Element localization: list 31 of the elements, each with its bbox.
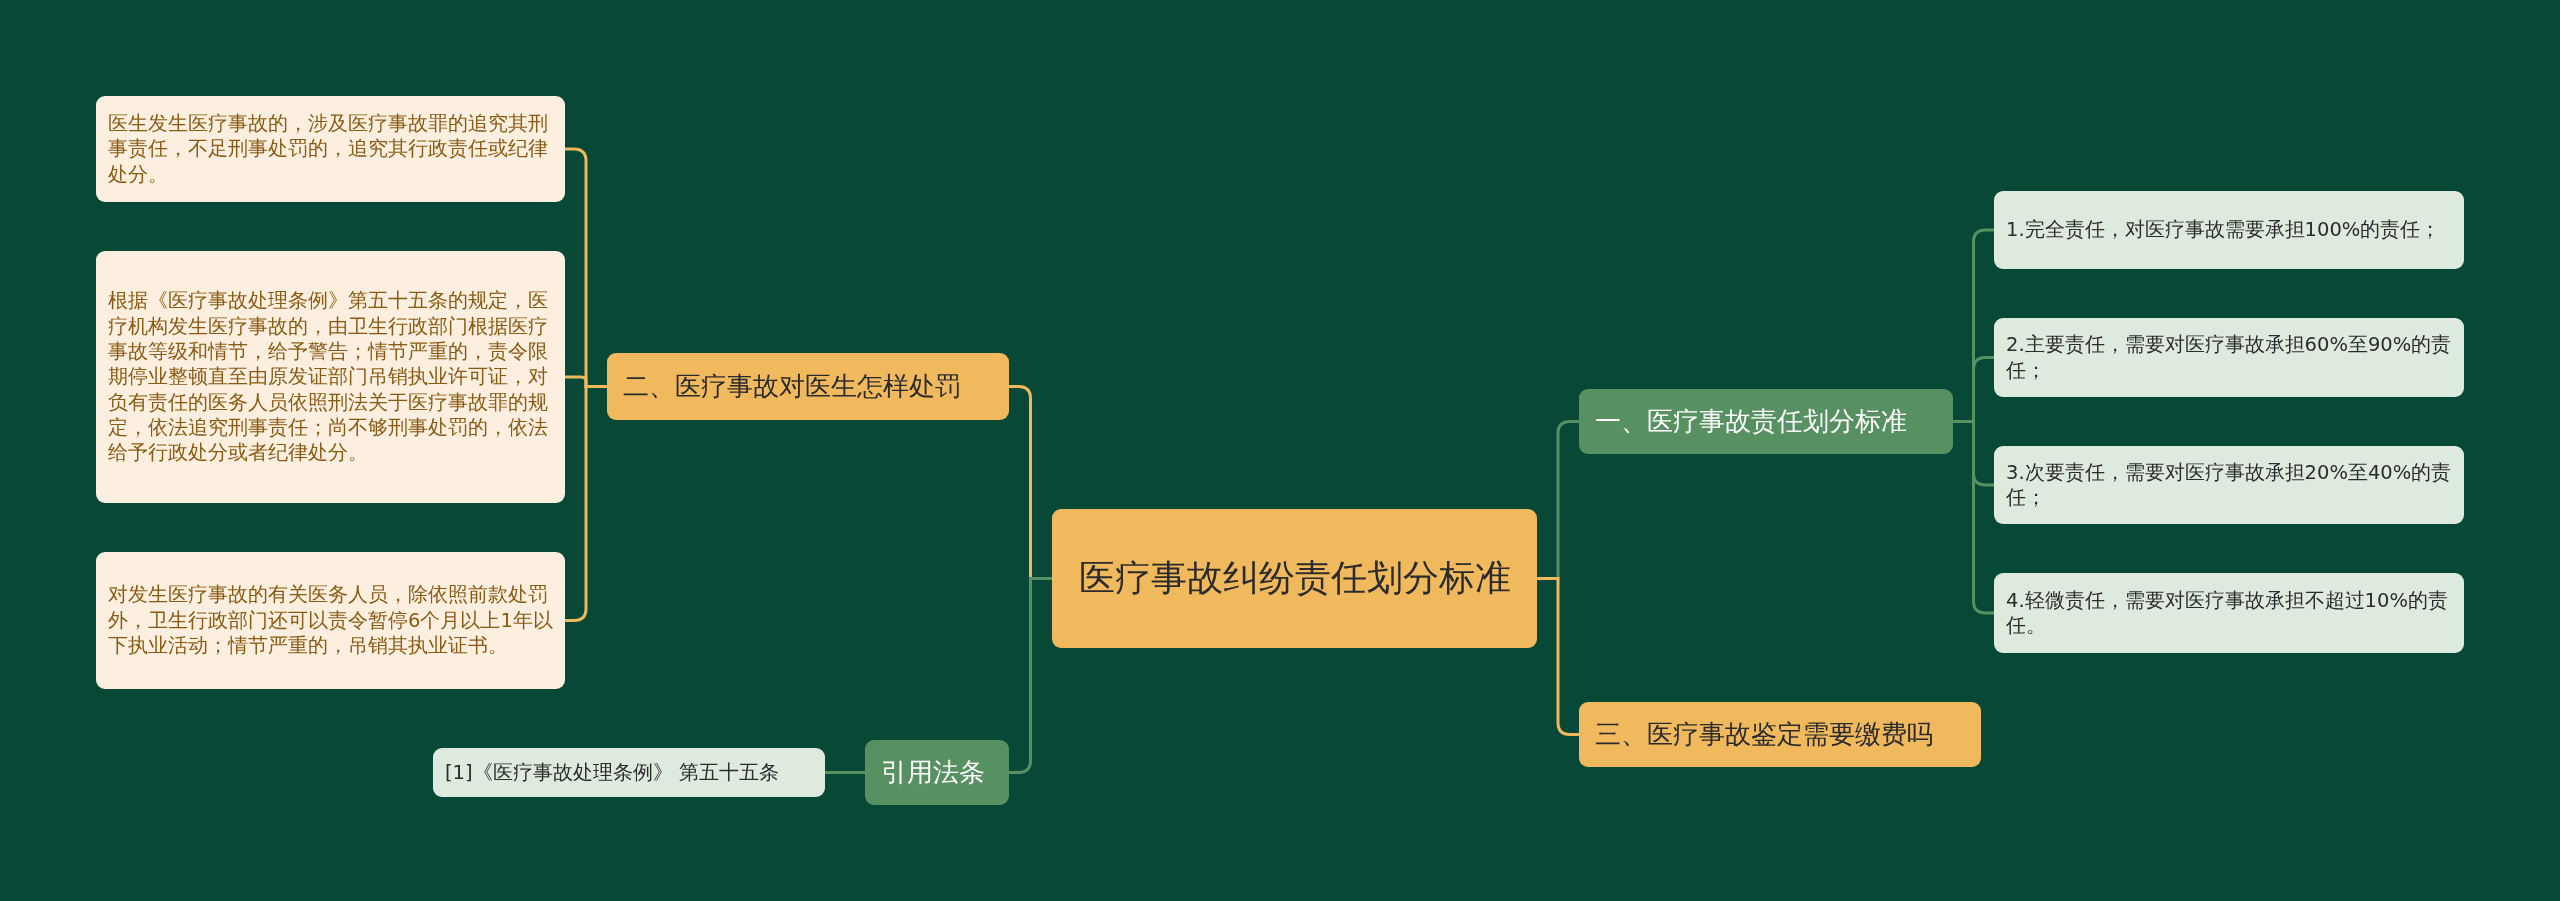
connector-line: [565, 385, 607, 622]
central-topic-box: [1052, 509, 1537, 648]
topic-text: 一、医疗事故责任划分标准: [1595, 404, 1907, 438]
connector-line: [1953, 420, 1994, 615]
topic-text: [1]《医疗事故处理条例》 第五十五条: [445, 759, 779, 786]
branch-topic-box: [865, 740, 1009, 805]
topic-text: 医生发生医疗事故的，涉及医疗事故罪的追究其刑事责任，不足刑事处罚的，追究其行政责任或纪律处分。: [108, 111, 549, 187]
branch-topic-box: [1579, 389, 1953, 454]
topic-text: 二、医疗事故对医生怎样处罚: [623, 369, 961, 403]
topic-text: 引用法条: [881, 755, 985, 789]
topic-text: 2.主要责任，需要对医疗事故承担60%至90%的责任；: [2006, 332, 2452, 383]
detail-note-box: [1994, 573, 2464, 653]
topic-text: 3.次要责任，需要对医疗事故承担20%至40%的责任；: [2006, 459, 2452, 511]
branch-topic-box: [1579, 702, 1981, 767]
detail-note-box: [1994, 191, 2464, 269]
topic-text: 4.轻微责任，需要对医疗事故承担不超过10%的责任。: [2006, 587, 2449, 639]
detail-note-box: [96, 96, 565, 202]
topic-text: 三、医疗事故鉴定需要缴费吗: [1595, 717, 1933, 751]
connector-line: [825, 771, 865, 774]
topic-text: 医疗事故纠纷责任划分标准: [1078, 556, 1511, 601]
detail-note-box: [1994, 446, 2464, 524]
detail-note-box: [96, 552, 565, 689]
connector-line: [1009, 577, 1052, 774]
topic-text: 对发生医疗事故的有关医务人员，除依照前款处罚外，卫生行政部门还可以责令暂停6个月以上1年以下执业活动；情节严重的，吊销其执业证书。: [108, 582, 553, 659]
connector-line: [1537, 577, 1579, 736]
detail-note-box: [96, 251, 565, 503]
detail-note-box: [433, 748, 825, 797]
topic-text: 根据《医疗事故处理条例》第五十五条的规定，医疗机构发生医疗事故的，由卫生行政部门根据医疗事故等级和情节，给予警告；情节严重的，责令限期停业整顿直至由原发证部门吊销执业许可证，对负有责任的医务人员依照刑法关于医疗事故罪的规定，依法追究刑事责任；尚不够刑事处罚的，依法给予行政处分或者纪律处分。: [108, 288, 549, 466]
branch-topic-box: [607, 353, 1009, 420]
detail-note-box: [1994, 318, 2464, 397]
topic-text: 1.完全责任，对医疗事故需要承担100%的责任；: [2006, 217, 2441, 243]
